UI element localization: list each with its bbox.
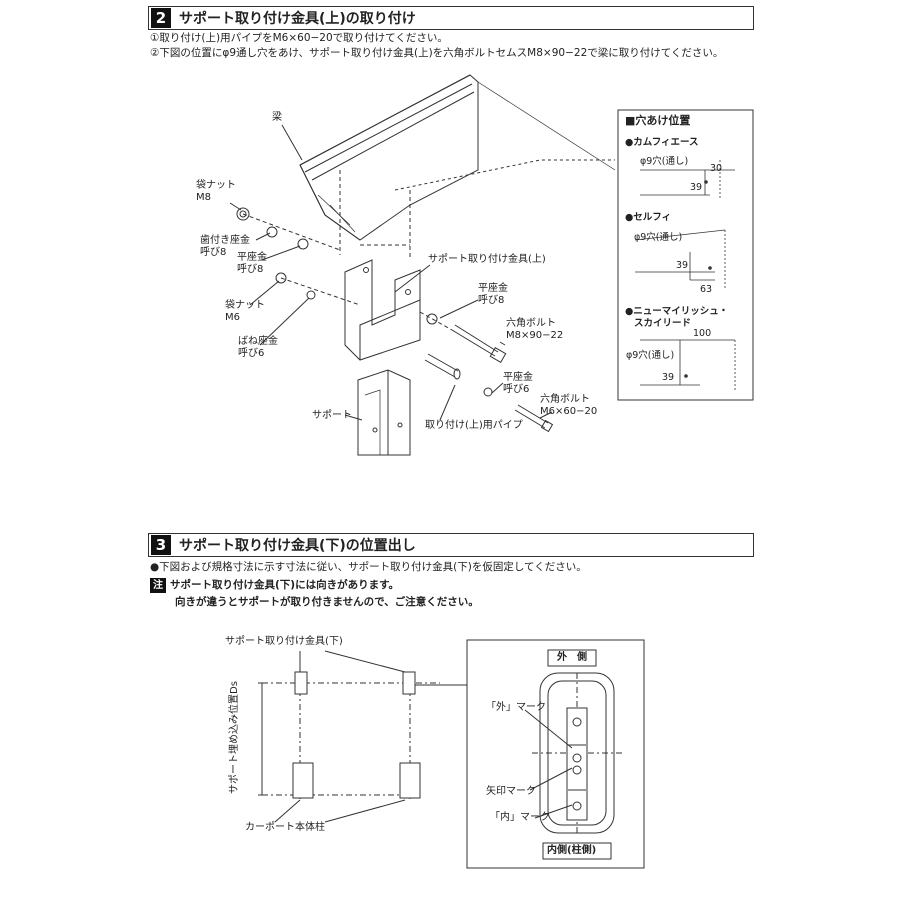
hole-item1-dim-b: 39 <box>690 182 703 193</box>
label-carport-post: カーポート本体柱 <box>245 822 325 833</box>
section2-header: 2 サポート取り付け金具(上)の取り付け <box>148 6 754 30</box>
hole-item2-dim-a: 39 <box>676 260 689 271</box>
label-spring-washer-l2: 呼び6 <box>238 348 265 359</box>
label-hex-bolt-m8-l1: 六角ボルト <box>506 318 556 329</box>
label-toothed-washer-l1: 歯付き座金 <box>200 235 250 246</box>
caution-line1: サポート取り付け金具(下)には向きがあります。 <box>170 579 400 591</box>
hole-item3-name: ●ニューマイリッシュ・ <box>625 306 729 317</box>
hole-item3-hole: φ9穴(通し) <box>626 350 675 361</box>
hole-item1-dim-a: 30 <box>710 163 723 174</box>
label-inner-mark: 「内」マーク <box>490 812 550 823</box>
label-bag-nut-m6-l2: M6 <box>225 312 240 323</box>
label-bag-nut-m8: 袋ナット M8 <box>196 180 236 204</box>
toothed-washer-shape <box>266 226 278 238</box>
hole-item3-dim-b: 39 <box>662 372 675 383</box>
hex-bolt-m6-shape <box>514 404 549 429</box>
label-bag-nut-m6-l1: 袋ナット <box>225 300 265 311</box>
label-flat-washer6-l2: 呼び6 <box>503 384 530 395</box>
bracket-lower-left <box>294 671 308 695</box>
inside-label-frame <box>542 842 612 860</box>
label-bag-nut-m6: 袋ナット M6 <box>225 300 265 324</box>
hole-item2-hole: φ9穴(通し) <box>634 232 683 243</box>
section3-note-1: ●下図および規格寸法に示す寸法に従い、サポート取り付け金具(下)を仮固定してくだ… <box>150 561 587 573</box>
flat-washer6-shape <box>483 387 493 397</box>
label-bracket-lower: サポート取り付け金具(下) <box>225 636 343 647</box>
hole-item1-hole: φ9穴(通し) <box>640 156 689 167</box>
label-flat-washer8b: 平座金 呼び8 <box>478 283 508 307</box>
label-bracket-upper: サポート取り付け金具(上) <box>428 254 546 265</box>
bracket-lower-detail <box>566 707 588 821</box>
label-toothed-washer-l2: 呼び8 <box>200 247 227 258</box>
label-flat-washer8b-l2: 呼び8 <box>478 295 505 306</box>
label-pipe: 取り付け(上)用パイプ <box>425 420 523 431</box>
label-hex-bolt-m6-l1: 六角ボルト <box>540 394 590 405</box>
support-post-shape <box>357 369 411 456</box>
label-embed-position: サポート埋め込み位置Ds <box>229 681 240 794</box>
section2-title: サポート取り付け金具(上)の取り付け <box>179 11 416 27</box>
hole-box-title: ■穴あけ位置 <box>625 114 691 127</box>
pipe-shape <box>424 353 459 378</box>
label-flat-washer8: 平座金 呼び8 <box>237 252 267 276</box>
hex-bolt-m8-shape <box>451 324 499 357</box>
outside-label-frame <box>547 649 597 667</box>
label-bag-nut-m8-l2: M8 <box>196 192 211 203</box>
label-flat-washer8-l2: 呼び8 <box>237 264 264 275</box>
label-outer-mark: 「外」マーク <box>486 702 546 713</box>
label-flat-washer8b-l1: 平座金 <box>478 283 508 294</box>
spring-washer-shape <box>306 290 316 300</box>
section3-caution: 注サポート取り付け金具(下)には向きがあります。 <box>150 578 399 593</box>
label-hex-bolt-m8-l2: M8×90−22 <box>506 330 564 341</box>
label-flat-washer8-l1: 平座金 <box>237 252 267 263</box>
label-flat-washer6-l1: 平座金 <box>503 372 533 383</box>
carport-post-right <box>399 762 421 799</box>
label-flat-washer6: 平座金 呼び6 <box>503 372 533 396</box>
caution-tag: 注 <box>150 578 166 593</box>
label-arrow-mark: 矢印マーク <box>486 786 536 797</box>
label-bag-nut-m8-l1: 袋ナット <box>196 180 236 191</box>
label-outside: 外 側 <box>557 652 587 663</box>
section2-number: 2 <box>151 8 171 28</box>
carport-post-left <box>292 762 314 799</box>
hole-item2-name: ●セルフィ <box>625 212 672 223</box>
hole-item3-dim-a: 100 <box>693 328 712 339</box>
label-spring-washer: ばね座金 呼び6 <box>238 336 278 360</box>
section3-caution-line2: 向きが違うとサポートが取り付きませんので、ご注意ください。 <box>175 596 479 608</box>
label-support: サポート <box>312 410 352 421</box>
bracket-lower-right <box>402 671 416 695</box>
hole-item3-name2: スカイリード <box>634 318 692 329</box>
section3-number: 3 <box>151 535 171 555</box>
hole-item1-name: ●カムフィエース <box>625 137 699 148</box>
label-toothed-washer: 歯付き座金 呼び8 <box>200 235 250 259</box>
detail-box-frame <box>466 639 645 869</box>
label-hex-bolt-m8: 六角ボルト M8×90−22 <box>506 318 563 342</box>
flat-washer8-shape <box>297 238 309 250</box>
hole-item2-dim-b: 63 <box>700 284 713 295</box>
section3-title: サポート取り付け金具(下)の位置出し <box>179 538 416 554</box>
label-spring-washer-l1: ばね座金 <box>238 336 278 347</box>
label-hex-bolt-m6-l2: M6×60−20 <box>540 406 598 417</box>
bag-nut-m6-shape <box>275 272 287 284</box>
section2-note-1: ①取り付け(上)用パイプをM6×60−20で取り付けてください。 <box>150 32 448 44</box>
label-hex-bolt-m6: 六角ボルト M6×60−20 <box>540 394 597 418</box>
hole-position-box-frame <box>617 109 754 401</box>
bag-nut-m8-shape <box>236 207 250 221</box>
section3-header: 3 サポート取り付け金具(下)の位置出し <box>148 533 754 557</box>
label-inside: 内側(柱側) <box>547 845 597 856</box>
section2-note-2: ②下図の位置にφ9通し穴をあけ、サポート取り付け金具(上)を六角ボルトセムスM8… <box>150 47 724 59</box>
label-beam: 梁 <box>272 112 282 123</box>
